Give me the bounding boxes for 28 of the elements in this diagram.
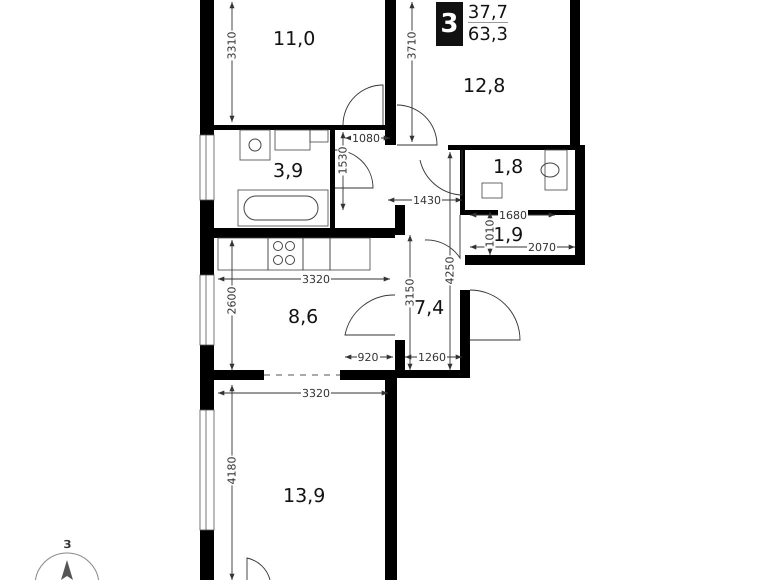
dimension-label: 3320 bbox=[301, 388, 331, 398]
dimension-label: 1080 bbox=[351, 132, 381, 144]
dimension-label: 1680 bbox=[498, 210, 528, 220]
dimension-label: 3320 bbox=[301, 274, 331, 284]
room-area: 12,8 bbox=[463, 77, 506, 96]
room-area: 13,9 bbox=[283, 487, 326, 506]
dimension-label: 1430 bbox=[412, 194, 442, 206]
room-area: 7,4 bbox=[414, 299, 444, 318]
compass-letter: З bbox=[62, 539, 72, 550]
room-area: 8,6 bbox=[288, 308, 318, 327]
dimension-label: 1260 bbox=[417, 352, 447, 362]
dimension-label: 2600 bbox=[226, 285, 238, 315]
dimension-label: 4250 bbox=[444, 255, 456, 285]
dimension-label: 4180 bbox=[226, 455, 238, 485]
dimension-label: 1530 bbox=[338, 145, 348, 175]
living-area: 37,7 bbox=[468, 4, 508, 23]
dimension-label: 3150 bbox=[404, 277, 416, 307]
room-area: 1,8 bbox=[493, 158, 524, 177]
dimension-label: 3710 bbox=[406, 30, 418, 60]
dimension-label: 3310 bbox=[226, 30, 238, 60]
dimension-label: 920 bbox=[356, 352, 380, 362]
room-area: 1,9 bbox=[493, 226, 524, 245]
dimension-label: 1010 bbox=[484, 218, 496, 248]
total-area: 63,3 bbox=[468, 26, 508, 44]
dimension-label: 2070 bbox=[527, 242, 557, 252]
room-area: 11,0 bbox=[273, 30, 316, 49]
room-count: 3 bbox=[436, 2, 463, 46]
room-area: 3,9 bbox=[273, 162, 304, 181]
